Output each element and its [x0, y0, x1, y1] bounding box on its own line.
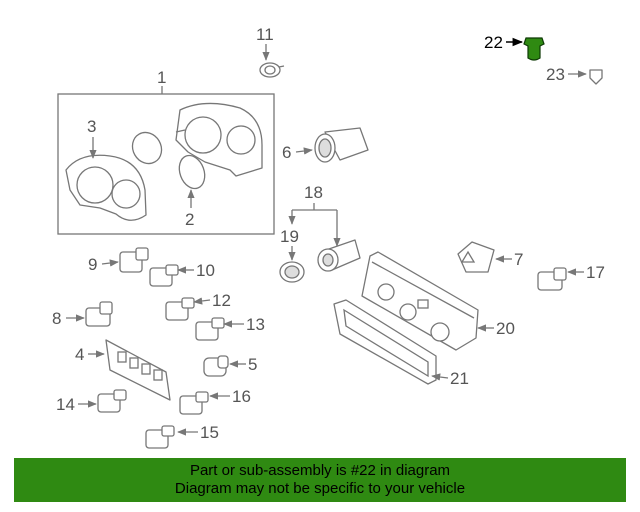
callout-3: 3	[87, 117, 96, 136]
part-10-switch	[149, 264, 179, 287]
part-4-switch-panel	[105, 339, 171, 401]
part-5-knob	[203, 355, 229, 377]
part-18-lighter	[317, 239, 361, 272]
callout-8: 8	[52, 309, 61, 328]
part-22-highlighted-clip	[523, 37, 545, 61]
callout-12: 12	[212, 291, 231, 310]
callout-19: 19	[280, 227, 299, 246]
part-1-cluster-housing	[175, 102, 263, 177]
leader-12	[193, 297, 211, 305]
part-6-socket	[314, 127, 369, 163]
callout-15: 15	[200, 423, 219, 442]
info-banner: Part or sub-assembly is #22 in diagram D…	[14, 458, 626, 502]
callout-20: 20	[496, 319, 515, 338]
callout-13: 13	[246, 315, 265, 334]
part-14-switch	[97, 389, 127, 413]
callout-5: 5	[248, 355, 257, 374]
callout-17: 17	[586, 263, 605, 282]
leader-9	[101, 259, 119, 267]
callout-16: 16	[232, 387, 251, 406]
part-13-switch	[195, 317, 225, 341]
callout-4: 4	[75, 345, 84, 364]
part-9-switch	[119, 247, 149, 273]
callout-22: 22	[484, 33, 503, 52]
leader-18	[292, 203, 337, 211]
banner-line-2: Diagram may not be specific to your vehi…	[174, 480, 466, 497]
callout-21: 21	[450, 369, 469, 388]
callout-7: 7	[514, 250, 523, 269]
part-15-switch	[145, 425, 175, 449]
part-19-cap	[279, 261, 305, 283]
leader-21	[431, 373, 449, 381]
part-7-switch	[457, 241, 495, 273]
leader-6	[295, 147, 313, 155]
part-12-switch	[165, 297, 195, 321]
part-20-control-panel	[361, 251, 479, 351]
part-17-switch	[537, 267, 567, 291]
callout-11: 11	[256, 25, 274, 44]
part-16-switch	[179, 391, 209, 415]
callout-18: 18	[304, 183, 323, 202]
instrument-cluster-box	[57, 93, 275, 235]
callout-14: 14	[56, 395, 75, 414]
callout-10: 10	[196, 261, 215, 280]
callout-23: 23	[546, 65, 565, 84]
callout-9: 9	[88, 255, 97, 274]
part-3b-lens	[131, 131, 163, 165]
part-2-gauge	[178, 154, 206, 190]
callout-2: 2	[185, 210, 194, 229]
part-3-bezel	[65, 154, 147, 221]
callout-6: 6	[282, 143, 291, 162]
callout-1: 1	[157, 68, 166, 87]
part-11-socket	[259, 62, 285, 78]
banner-line-1: Part or sub-assembly is #22 in diagram	[189, 462, 451, 479]
part-23-clip	[589, 69, 603, 85]
part-8-switch	[85, 301, 113, 327]
